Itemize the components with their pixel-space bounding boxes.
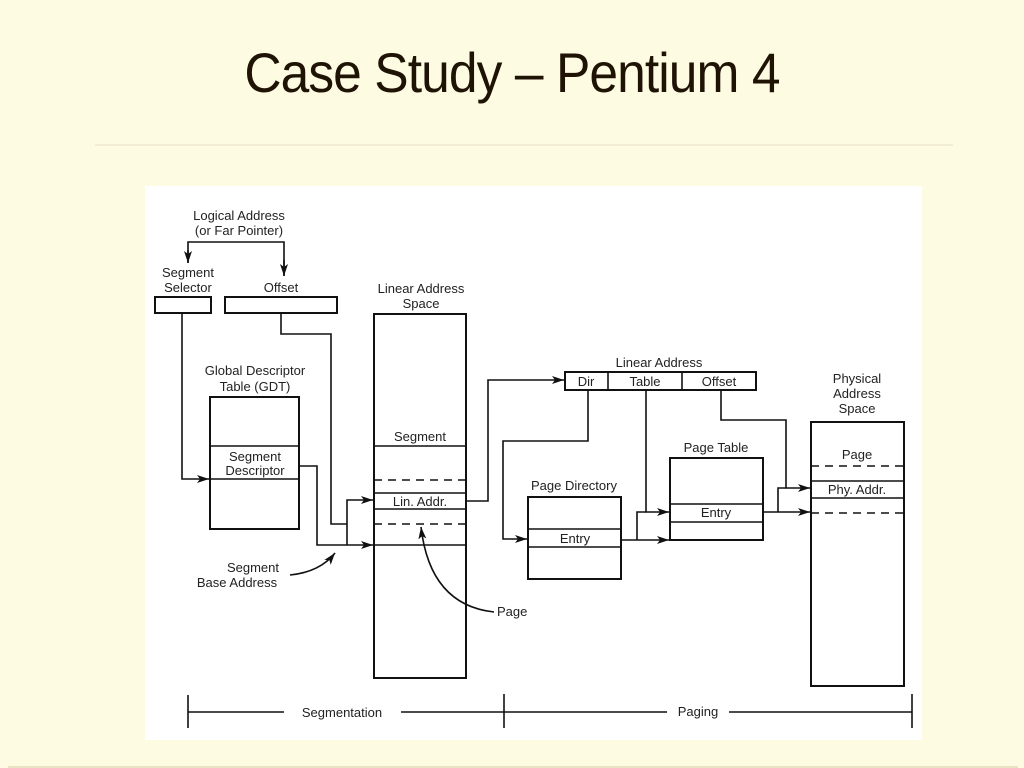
segment-base-label-2: Base Address — [197, 575, 278, 590]
offset-label: Offset — [264, 280, 299, 295]
segmentation-label: Segmentation — [302, 705, 382, 720]
gdt-label-1: Global Descriptor — [205, 363, 306, 378]
page-pointer-curve — [418, 526, 495, 613]
linear-address-label: Linear Address — [616, 355, 703, 370]
physical-space-label-2: Address — [833, 386, 881, 401]
page-directory-entry: Entry — [560, 531, 591, 546]
field-dir: Dir — [578, 374, 595, 389]
segment-base-arrow — [299, 465, 373, 549]
lin-addr-to-linear-address-arrow — [466, 376, 564, 502]
linear-space-label-2: Space — [403, 296, 440, 311]
field-offset: Offset — [702, 374, 737, 389]
address-translation-diagram: Logical Address (or Far Pointer) Segment… — [145, 186, 922, 740]
page-pointer-label: Page — [497, 604, 527, 619]
segment-descriptor-label-1: Segment — [229, 449, 281, 464]
physical-page-label: Page — [842, 447, 872, 462]
offset-to-phy-addr-arrow — [720, 390, 810, 492]
title-divider — [95, 144, 953, 146]
offset-box — [224, 296, 338, 314]
page-directory-label: Page Directory — [531, 478, 617, 493]
page-table-box — [669, 457, 764, 541]
page-table-entry: Entry — [701, 505, 732, 520]
lin-addr-label: Lin. Addr. — [393, 494, 447, 509]
physical-space-label-1: Physical — [833, 371, 882, 386]
linear-address-box — [564, 371, 757, 391]
paging-label: Paging — [678, 704, 718, 719]
gdt-table — [209, 396, 300, 530]
segment-base-pointer — [289, 552, 336, 576]
segment-selector-box — [154, 296, 212, 314]
segment-base-label-1: Segment — [227, 560, 279, 575]
page-table-label: Page Table — [684, 440, 749, 455]
physical-space-label-3: Space — [839, 401, 876, 416]
logical-address-label: Logical Address (or Far Pointer) — [193, 208, 285, 238]
field-table: Table — [629, 374, 660, 389]
table-field-to-entry-arrow — [645, 390, 669, 516]
segment-descriptor-label-2: Descriptor — [225, 463, 285, 478]
gdt-label-2: Table (GDT) — [220, 379, 291, 394]
segment-selector-label-2: Selector — [164, 280, 212, 295]
linear-space-label-1: Linear Address — [378, 281, 465, 296]
page-directory-box — [527, 496, 622, 580]
arrow-to-lin-addr — [346, 496, 373, 545]
logical-address-line1: Logical Address — [193, 208, 285, 223]
phase-scale: Segmentation Paging — [187, 694, 913, 728]
offset-path — [280, 313, 347, 525]
linear-address-space-box — [373, 313, 467, 679]
phy-addr-label: Phy. Addr. — [828, 482, 886, 497]
slide-title: Case Study – Pentium 4 — [244, 41, 780, 104]
selector-to-descriptor-arrow — [181, 313, 209, 483]
linear-space-segment-label: Segment — [394, 429, 446, 444]
dir-to-directory-arrow — [502, 390, 589, 543]
footer-divider — [8, 766, 1018, 768]
segment-selector-label-1: Segment — [162, 265, 214, 280]
phy-joint — [777, 487, 786, 512]
table-joint — [636, 511, 646, 540]
logical-address-line2: (or Far Pointer) — [195, 223, 283, 238]
